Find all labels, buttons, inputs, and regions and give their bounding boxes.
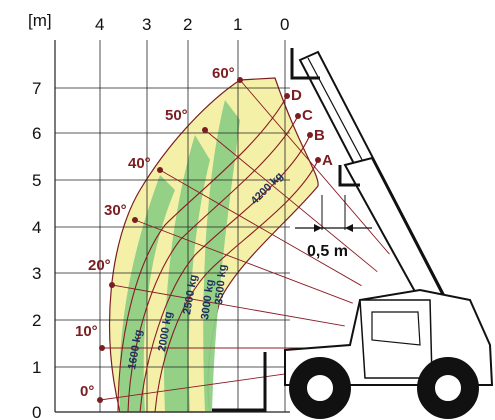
angle-label: 0° xyxy=(80,383,94,400)
fork-mid xyxy=(338,165,360,187)
y-tick-label: 3 xyxy=(32,264,41,283)
fork-lower xyxy=(212,352,267,412)
angle-dot xyxy=(157,167,163,173)
rear-wheel-hub xyxy=(433,373,463,403)
angle-labels: 60° 50° 40° 30° 20° 10° 0° xyxy=(75,65,243,403)
x-tick-label: 0 xyxy=(280,15,289,34)
arc-D xyxy=(117,95,288,413)
y-tick-label: 0 xyxy=(32,403,41,420)
dimension-arrow-left xyxy=(314,224,322,232)
angle-label: 30° xyxy=(104,202,127,219)
position-dot xyxy=(307,132,313,138)
arc-B xyxy=(139,134,311,413)
position-dot xyxy=(284,93,290,99)
cab-window xyxy=(371,311,421,346)
angle-line xyxy=(159,169,362,287)
angle-dot xyxy=(237,77,243,83)
arc-A xyxy=(154,159,319,413)
load-zone-green-2500 xyxy=(164,135,210,412)
y-tick-label: 6 xyxy=(32,124,41,143)
dimension-label: 0,5 m xyxy=(307,243,348,260)
angle-dot xyxy=(132,217,138,223)
x-tick-label: 4 xyxy=(95,15,104,34)
angle-label: 20° xyxy=(88,257,111,274)
fork-raised xyxy=(290,48,320,80)
angle-dot xyxy=(97,397,103,403)
position-label: D xyxy=(291,87,302,104)
load-zone-label: 3500 kg xyxy=(213,264,229,305)
angle-line xyxy=(134,219,353,304)
y-tick-label: 2 xyxy=(32,311,41,330)
angle-dot xyxy=(109,282,115,288)
position-dot xyxy=(315,157,321,163)
x-tick-label: 1 xyxy=(233,15,242,34)
y-tick-label: 1 xyxy=(32,358,41,377)
arc-C xyxy=(127,115,299,413)
dimension-arrow-right xyxy=(345,224,353,232)
x-tick-label: 2 xyxy=(183,15,192,34)
angle-line xyxy=(204,129,378,273)
angle-dot xyxy=(202,127,208,133)
load-zone-green-3500 xyxy=(203,100,240,412)
front-wheel-hub xyxy=(305,373,335,403)
position-label: B xyxy=(314,127,325,144)
y-tick-label: 4 xyxy=(32,218,41,237)
telehandler-drawing xyxy=(212,48,494,419)
y-tick-label: 5 xyxy=(32,171,41,190)
x-tick-label: 3 xyxy=(142,15,151,34)
axes: [m] 4 3 2 1 0 7 6 5 4 3 2 1 0 xyxy=(28,11,289,420)
angle-label: 50° xyxy=(165,107,188,124)
position-label: C xyxy=(302,107,313,124)
dimension-marker: 0,5 m xyxy=(295,195,372,260)
position-arcs xyxy=(117,95,319,413)
angle-label: 10° xyxy=(75,323,98,340)
grid xyxy=(54,40,290,413)
position-dot xyxy=(295,113,301,119)
angle-dot xyxy=(99,345,105,351)
angle-label: 60° xyxy=(212,65,235,82)
load-zone-label: 3000 kg xyxy=(199,279,217,321)
axis-unit-label: [m] xyxy=(28,11,52,30)
angle-line xyxy=(111,284,345,327)
y-tick-label: 7 xyxy=(32,79,41,98)
angle-label: 40° xyxy=(128,155,151,172)
position-label: A xyxy=(322,152,333,169)
